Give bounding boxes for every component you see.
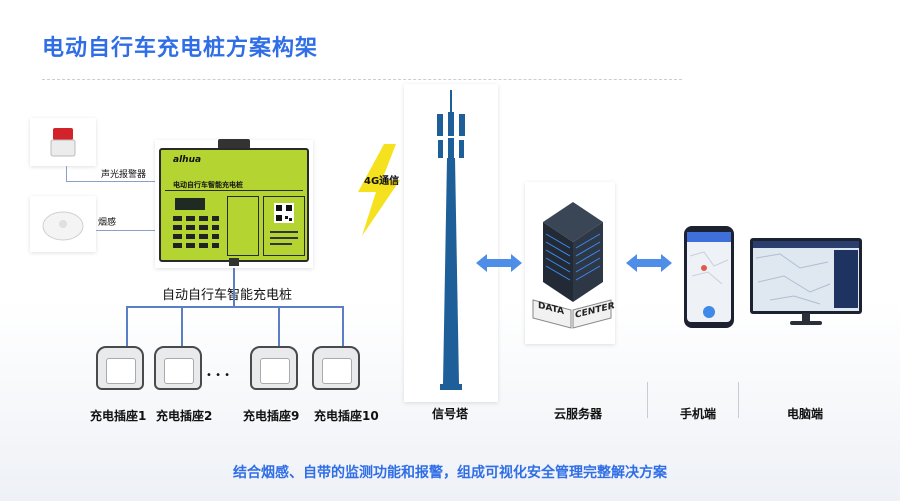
- charger-label: 自动自行车智能充电桩: [162, 288, 293, 303]
- socket-face: [106, 358, 136, 384]
- device-keypad-icon: [173, 216, 219, 248]
- tower-label: 信号塔: [432, 407, 469, 421]
- phone-screen-icon: [687, 232, 731, 322]
- bus-line: [126, 306, 344, 308]
- drop-line-10: [342, 306, 344, 348]
- column-divider: [647, 382, 648, 418]
- socket-10-label: 充电插座10: [314, 409, 379, 423]
- drop-line-2: [181, 306, 183, 348]
- socket-10: [312, 346, 360, 390]
- device-qr-panel: [263, 196, 305, 256]
- trunk-line: [233, 268, 235, 306]
- socket-2: [154, 346, 202, 390]
- device-display: [175, 198, 205, 210]
- drop-line-1: [126, 306, 128, 348]
- smoke-connector: [96, 230, 156, 231]
- title-divider: [42, 79, 682, 80]
- alarm-image: [30, 118, 96, 166]
- server-image: DATA CENTER: [525, 182, 615, 344]
- alarm-connector-h: [66, 181, 156, 182]
- footer-summary: 结合烟感、自带的监测功能和报警，组成可视化安全管理完整解决方案: [233, 465, 667, 481]
- socket-9: [250, 346, 298, 390]
- pc-label: 电脑端: [787, 407, 824, 421]
- socket-ellipsis: • • •: [206, 370, 231, 381]
- device-bottom-port: [229, 258, 239, 266]
- charger-device-frame: alhua 电动自行车智能充电桩: [155, 139, 313, 268]
- alarm-connector: [66, 166, 67, 182]
- monitor-screen-icon: [753, 241, 859, 311]
- socket-face: [164, 358, 194, 384]
- mobile-phone-image: [684, 226, 734, 328]
- smoke-label: 烟感: [98, 218, 117, 228]
- drop-line-9: [278, 306, 280, 348]
- page-title: 电动自行车充电桩方案构架: [42, 36, 319, 61]
- socket-9-label: 充电插座9: [243, 409, 300, 423]
- signal-tower-icon: [437, 90, 465, 390]
- mobile-label: 手机端: [680, 407, 717, 421]
- tower-image: [404, 84, 498, 402]
- monitor-image: [750, 238, 862, 314]
- lightning-bolt-icon: [358, 144, 400, 236]
- socket-face: [322, 358, 352, 384]
- device-info-panel: [227, 196, 259, 256]
- data-center-icon: [532, 202, 612, 329]
- device-top-module: [218, 139, 250, 149]
- alarm-label: 声光报警器: [101, 170, 147, 180]
- monitor-stand-icon: [790, 313, 822, 325]
- alarm-icon: [50, 128, 76, 157]
- charger-device: alhua 电动自行车智能充电桩: [159, 148, 309, 262]
- comm-label: 4G通信: [364, 176, 400, 187]
- socket-1: [96, 346, 144, 390]
- qr-code-icon: [270, 203, 298, 245]
- bidirectional-arrow-icon: [626, 254, 672, 272]
- socket-face: [260, 358, 290, 384]
- smoke-detector-icon: [42, 211, 84, 241]
- server-label: 云服务器: [554, 407, 603, 421]
- smoke-detector-image: [30, 196, 96, 252]
- device-panel-title: 电动自行车智能充电桩: [173, 181, 243, 189]
- device-divider: [165, 190, 303, 191]
- column-divider: [738, 382, 739, 418]
- socket-2-label: 充电插座2: [156, 409, 213, 423]
- device-brand-logo: alhua: [173, 155, 202, 165]
- socket-1-label: 充电插座1: [90, 409, 147, 423]
- bidirectional-arrow-icon: [476, 254, 522, 272]
